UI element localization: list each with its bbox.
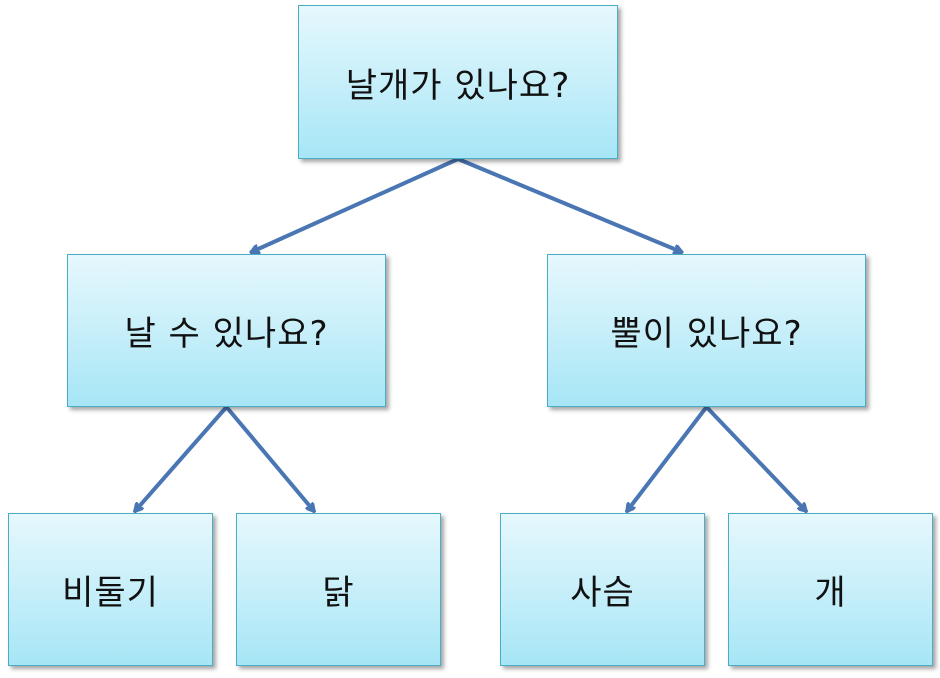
right-question-node: 뿔이 있나요? (547, 254, 866, 407)
edge-arrow-right_question-to-leaf_dog (704, 405, 808, 513)
leaf-node-pigeon: 비둘기 (8, 513, 213, 666)
right-question-label: 뿔이 있나요? (610, 314, 803, 354)
leaf-label-pigeon: 비둘기 (62, 573, 159, 613)
leaf-node-deer: 사슴 (500, 513, 705, 666)
edge-arrow-root-to-left_question (249, 157, 460, 252)
left-question-label: 날 수 있나요? (124, 314, 329, 354)
leaf-label-chicken: 닭 (322, 573, 355, 613)
edge-arrow-right_question-to-leaf_deer (625, 405, 709, 513)
edge-arrow-root-to-right_question (456, 157, 684, 252)
edge-arrow-left_question-to-leaf_chicken (224, 405, 316, 513)
left-question-node: 날 수 있나요? (67, 254, 386, 407)
leaf-label-dog: 개 (814, 573, 847, 613)
root-question-node: 날개가 있나요? (298, 5, 618, 159)
leaf-node-chicken: 닭 (236, 513, 441, 666)
root-question-label: 날개가 있나요? (345, 65, 571, 106)
leaf-label-deer: 사슴 (570, 573, 635, 613)
leaf-node-dog: 개 (728, 513, 933, 666)
edge-arrow-left_question-to-leaf_pigeon (133, 405, 229, 513)
